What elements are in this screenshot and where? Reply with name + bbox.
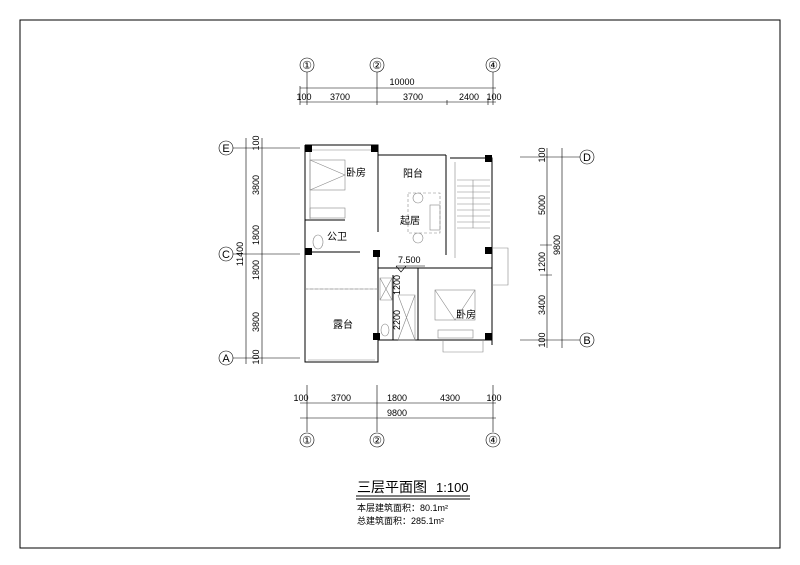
dim-label: 100 <box>486 393 501 403</box>
dim-label: 1200 <box>392 275 402 295</box>
axis-label: ② <box>372 435 382 447</box>
dim-label: 100 <box>486 92 501 102</box>
axis-label: ② <box>372 60 382 72</box>
axis-label: ④ <box>488 435 498 447</box>
axis-label: B <box>583 335 590 347</box>
dim-label: 100 <box>251 135 261 150</box>
dim-label: 10000 <box>389 77 414 87</box>
dim-label: 9800 <box>552 235 562 255</box>
axis-label: ① <box>302 60 312 72</box>
room-label-balcony: 阳台 <box>403 167 423 180</box>
left-axes: E C A 100 3800 1800 1800 3800 100 11400 <box>218 135 300 366</box>
axis-label: A <box>222 353 230 365</box>
dim-label: 2200 <box>392 310 402 330</box>
title-block: 三层平面图 1:100 本层建筑面积：80.1m² 总建筑面积：285.1m² <box>356 479 470 526</box>
dim-label: 1800 <box>251 260 261 280</box>
dim-label: 9800 <box>387 408 407 418</box>
elevation-label: 7.500 <box>398 255 421 265</box>
axis-label: ① <box>302 435 312 447</box>
furniture <box>309 159 484 353</box>
dim-label: 1800 <box>251 225 261 245</box>
axis-label: E <box>222 143 229 155</box>
room-label-living: 起居 <box>400 215 420 227</box>
top-axes: ① ② ④ 10000 100 3700 3700 2400 100 <box>296 57 502 105</box>
stair <box>457 179 509 286</box>
drawing-title: 三层平面图 <box>357 479 427 495</box>
floor-area: 本层建筑面积：80.1m² <box>357 502 448 513</box>
dim-label: 3700 <box>403 92 423 102</box>
dim-label: 3700 <box>331 393 351 403</box>
toilet <box>312 234 324 250</box>
drawing-scale: 1:100 <box>436 480 469 495</box>
drawing-frame <box>19 19 781 549</box>
dim-label: 100 <box>251 349 261 364</box>
dim-label: 100 <box>537 147 547 162</box>
dim-label: 2400 <box>459 92 479 102</box>
room-label-bedroom: 卧房 <box>456 308 476 321</box>
dim-label: 5000 <box>537 195 547 215</box>
bottom-axes: 100 3700 1800 4300 100 9800 ① ② ④ <box>293 385 502 448</box>
dim-label: 100 <box>296 92 311 102</box>
dim-label: 3800 <box>251 312 261 332</box>
dim-label: 100 <box>537 332 547 347</box>
room-label-bathroom: 公卫 <box>327 232 347 243</box>
dim-label: 1800 <box>387 393 407 403</box>
room-label-bedroom: 卧房 <box>346 166 366 179</box>
dim-label: 100 <box>293 393 308 403</box>
total-area: 总建筑面积：285.1m² <box>357 515 444 526</box>
axis-label: C <box>222 249 230 261</box>
dim-label: 3800 <box>251 175 261 195</box>
bed <box>309 159 346 191</box>
axis-label: ④ <box>488 60 498 72</box>
toilet <box>380 323 390 337</box>
dim-label: 11400 <box>235 242 245 266</box>
room-label-terrace: 露台 <box>333 318 353 331</box>
right-axes: D B 100 5000 1200 3400 100 9800 <box>520 147 595 348</box>
dim-label: 3400 <box>537 295 547 315</box>
dim-label: 4300 <box>440 393 460 403</box>
dim-label: 1200 <box>537 252 547 272</box>
sofa <box>429 204 441 231</box>
dim-label: 3700 <box>330 92 350 102</box>
elevation-mark: 7.500 <box>395 255 425 273</box>
axis-label: D <box>583 152 591 164</box>
